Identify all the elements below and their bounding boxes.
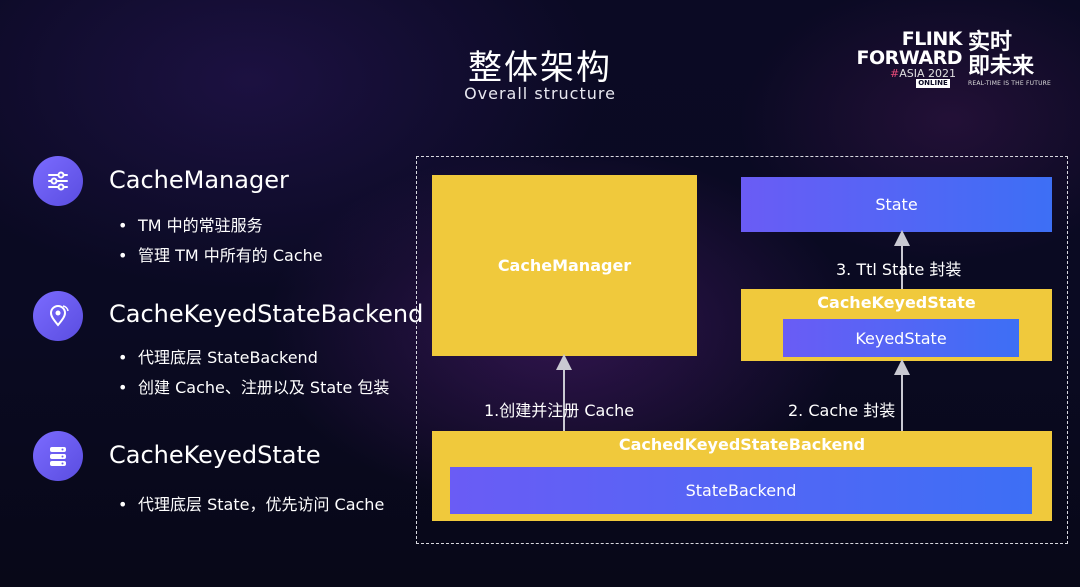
logo-online-badge: ONLINE — [916, 79, 950, 88]
cache-manager-box: CacheManager — [432, 175, 697, 356]
bullet-item: •代理底层 State，优先访问 Cache — [118, 495, 385, 514]
location-pin-icon — [33, 291, 83, 341]
bullet-item: •代理底层 StateBackend — [118, 348, 318, 367]
bullet-item: •创建 Cache、注册以及 State 包装 — [118, 378, 390, 397]
arrow-label-ttl-state-wrap: 3. Ttl State 封装 — [836, 260, 962, 279]
section-title-cachekeyedstate: CacheKeyedState — [109, 441, 321, 469]
keyed-state-box: KeyedState — [783, 319, 1019, 357]
arrow-label-cache-wrap: 2. Cache 封装 — [788, 401, 896, 420]
state-box: State — [741, 177, 1052, 232]
keyed-state-label: KeyedState — [855, 328, 947, 348]
logo-event-name: ASIA 2021 — [899, 67, 956, 80]
logo-event: #ASIA 2021 — [868, 67, 956, 80]
diagram-frame — [416, 156, 1068, 544]
state-label: State — [875, 195, 918, 214]
logo-chinese: 实时 即未来 — [968, 31, 1048, 79]
bullet-item: •TM 中的常驻服务 — [118, 216, 263, 235]
page-subtitle: Overall structure — [464, 84, 616, 103]
logo-wordmark: FLINK FORWARD — [852, 28, 963, 69]
database-icon — [33, 431, 83, 481]
cache-keyed-state-label: CacheKeyedState — [817, 293, 976, 312]
section-title-cachekeyedstatebackend: CacheKeyedStateBackend — [109, 300, 424, 328]
logo-hash: # — [890, 67, 900, 80]
logo-line2: FORWARD — [856, 47, 963, 69]
logo-tagline: REAL-TIME IS THE FUTURE — [968, 80, 1052, 87]
bullet-item: •管理 TM 中所有的 Cache — [118, 246, 323, 265]
cache-manager-label: CacheManager — [497, 256, 632, 275]
arrow-label-register-cache: 1.创建并注册 Cache — [484, 401, 635, 420]
state-backend-label: StateBackend — [685, 481, 797, 500]
sliders-icon — [33, 156, 83, 206]
logo-cn-line2: 即未来 — [968, 54, 1035, 79]
logo-cn-line1: 实时 — [968, 30, 1013, 55]
state-backend-box: StateBackend — [450, 467, 1032, 514]
section-title-cachemanager: CacheManager — [109, 166, 289, 194]
page-title: 整体架构 — [468, 48, 612, 88]
logo-line1: FLINK — [901, 28, 963, 50]
cached-keyed-state-backend-label: CachedKeyedStateBackend — [618, 435, 866, 454]
